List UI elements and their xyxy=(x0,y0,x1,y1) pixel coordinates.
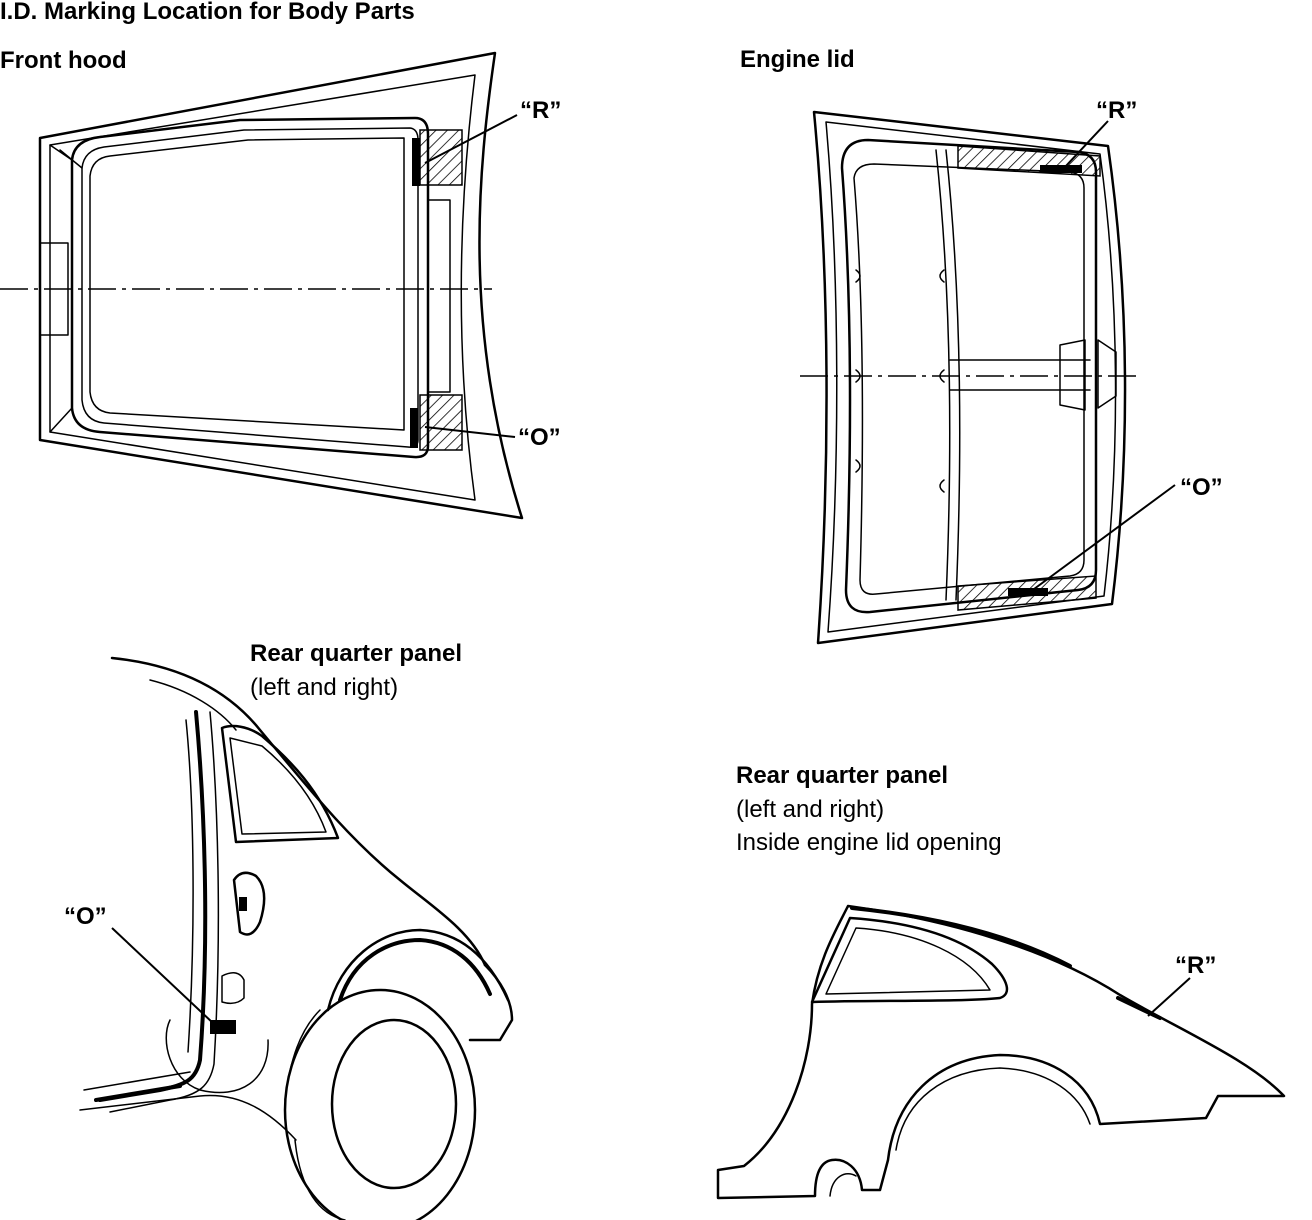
page-title: I.D. Marking Location for Body Parts xyxy=(0,0,415,25)
engine-lid-heading: Engine lid xyxy=(740,46,855,73)
rear-quarter-inside-window xyxy=(810,916,1009,1004)
rear-quarter-outside-subheading: (left and right) xyxy=(250,674,399,701)
front-hood-mark-r-zone xyxy=(419,129,463,186)
engine-lid-mark-r-leader xyxy=(1063,120,1109,169)
front-hood-mark-r-leader xyxy=(424,114,518,164)
front-hood-drawing xyxy=(0,51,524,520)
door-opening-seal xyxy=(98,710,208,1102)
rear-quarter-inside-mark-r-spot xyxy=(1116,996,1162,1020)
front-hood-mark-o-zone xyxy=(419,394,463,451)
fuel-flap xyxy=(232,871,266,936)
engine-lid-mark-o-label: “O” xyxy=(1180,474,1223,501)
front-hood-mark-o-leader xyxy=(424,426,516,438)
front-hood-inner-frame xyxy=(70,116,430,459)
rear-wheel xyxy=(330,1018,458,1190)
rear-quarter-outside-mark-o-spot xyxy=(210,1020,236,1034)
rear-quarter-inside-outline xyxy=(716,904,1286,1200)
rear-tire xyxy=(283,988,477,1220)
rear-quarter-inside-subheading: (left and right) xyxy=(736,796,885,823)
rear-quarter-outside-heading: Rear quarter panel xyxy=(250,640,463,667)
rear-quarter-inside-drawing xyxy=(716,904,1286,1200)
front-hood-flange xyxy=(49,74,476,501)
rear-quarter-inside-note: Inside engine lid opening xyxy=(736,829,1002,856)
engine-lid-mark-o-leader xyxy=(1029,484,1176,593)
rear-quarter-inside-mark-r-leader xyxy=(1147,977,1191,1017)
rear-quarter-outside-drawing xyxy=(79,656,514,1220)
engine-lid-mark-r-label: “R” xyxy=(1096,97,1138,124)
front-hood-mark-r-label: “R” xyxy=(520,97,562,124)
rear-quarter-inside-heading: Rear quarter panel xyxy=(736,762,949,789)
rear-quarter-inside-mark-r-label: “R” xyxy=(1175,952,1217,979)
engine-lid-drawing xyxy=(800,110,1176,645)
front-hood-outer-outline xyxy=(38,51,524,520)
quarter-window xyxy=(220,724,340,844)
rear-quarter-outside-mark-o-label: “O” xyxy=(64,903,107,930)
engine-lid-outer-outline xyxy=(812,110,1127,645)
rear-quarter-outside-mark-o-leader xyxy=(111,927,215,1025)
front-hood-heading: Front hood xyxy=(0,47,127,74)
front-hood-mark-o-label: “O” xyxy=(518,424,561,451)
